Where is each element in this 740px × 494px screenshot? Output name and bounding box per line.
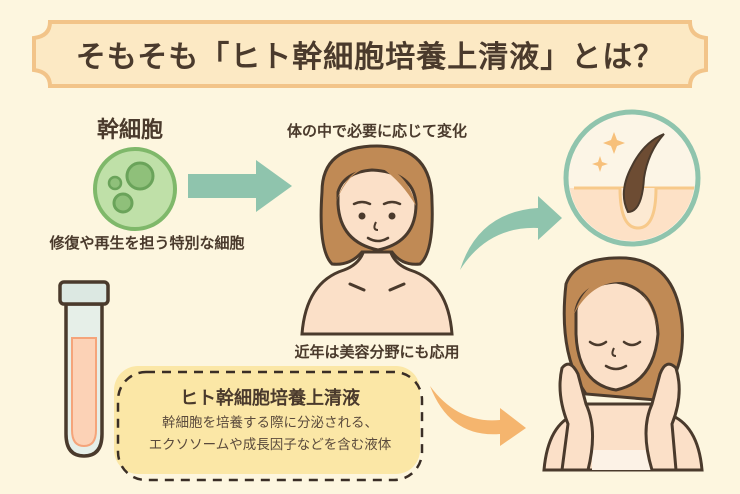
supernatant-description-line1: 幹細胞を培養する際に分泌される、 [162,415,378,431]
stem-cell-caption: 修復や再生を担う特別な細胞 [49,234,245,252]
title-banner [32,20,708,88]
curved-arrow-icon [460,196,562,270]
supernatant-title: ヒト幹細胞培養上清液 [180,388,360,409]
test-tube-icon [58,280,110,458]
arrow-right-icon [188,160,292,212]
body-change-caption: 体の中で必要に応じて変化 [286,122,467,140]
woman-portrait-icon [300,144,454,336]
woman-skincare-icon [542,256,704,472]
hair-follicle-icon [563,109,701,247]
supernatant-description-line2: エクソソームや成長因子などを含む液体 [148,437,392,453]
stem-cell-label: 幹細胞 [96,118,163,143]
cell-icon [93,147,177,231]
supernatant-description: 幹細胞を培養する際に分泌される、 エクソソームや成長因子などを含む液体 [115,412,425,456]
info-box [114,366,424,482]
beauty-use-caption: 近年は美容分野にも応用 [294,343,460,361]
page-title: そもそも「ヒト幹細胞培養上清液」とは？ [75,40,665,75]
curved-arrow-orange-icon [430,386,526,446]
